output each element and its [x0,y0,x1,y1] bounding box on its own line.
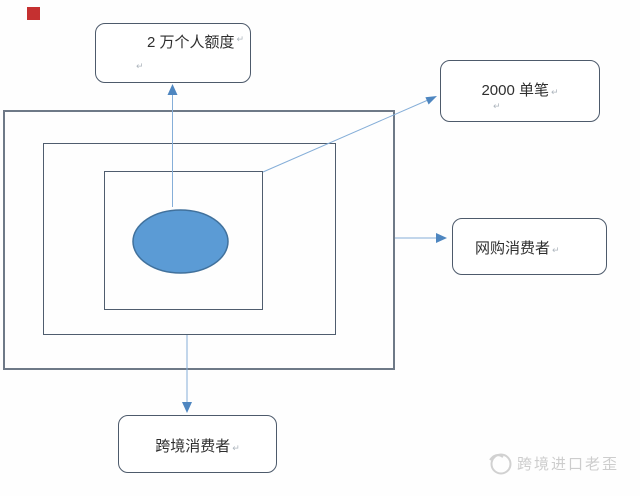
watermark-logo-icon [489,453,512,475]
diagonal-arrowhead-icon [425,96,437,105]
node-online-shoppers: 网购消费者↵ [452,218,607,275]
outer-boundary-rect [3,110,395,370]
red-square-marker [27,7,40,20]
paragraph-mark: ↵ [552,245,560,255]
paragraph-mark: ↵ [236,34,244,44]
watermark: 跨境进口老歪 [488,450,619,476]
watermark-text: 跨境进口老歪 [517,455,620,473]
paragraph-mark: ↵ [493,101,501,111]
node-single-transaction-label: 2000 单笔 [481,82,549,99]
paragraph-mark: ↵ [136,61,144,71]
up-arrowhead-icon [167,84,178,95]
paragraph-mark: ↵ [551,87,559,97]
node-online-shoppers-label: 网购消费者 [475,240,551,257]
arrow-outer-to-online [395,233,447,243]
inner-boundary-rect [104,171,263,310]
node-single-transaction-limit: 2000 单笔↵ ↵ [440,60,600,122]
right-arrowhead-icon [436,233,447,243]
node-cross-border-consumers: 跨境消费者↵ [118,415,277,473]
node-personal-quota-label: 2 万个人额度 [146,34,235,51]
node-personal-quota: 2 万个人额度↵ ↵ [95,23,251,83]
node-cross-border-label: 跨境消费者 [155,438,231,455]
down-arrowhead-icon [182,402,192,413]
middle-boundary-rect [43,143,336,335]
paragraph-mark: ↵ [232,443,240,453]
